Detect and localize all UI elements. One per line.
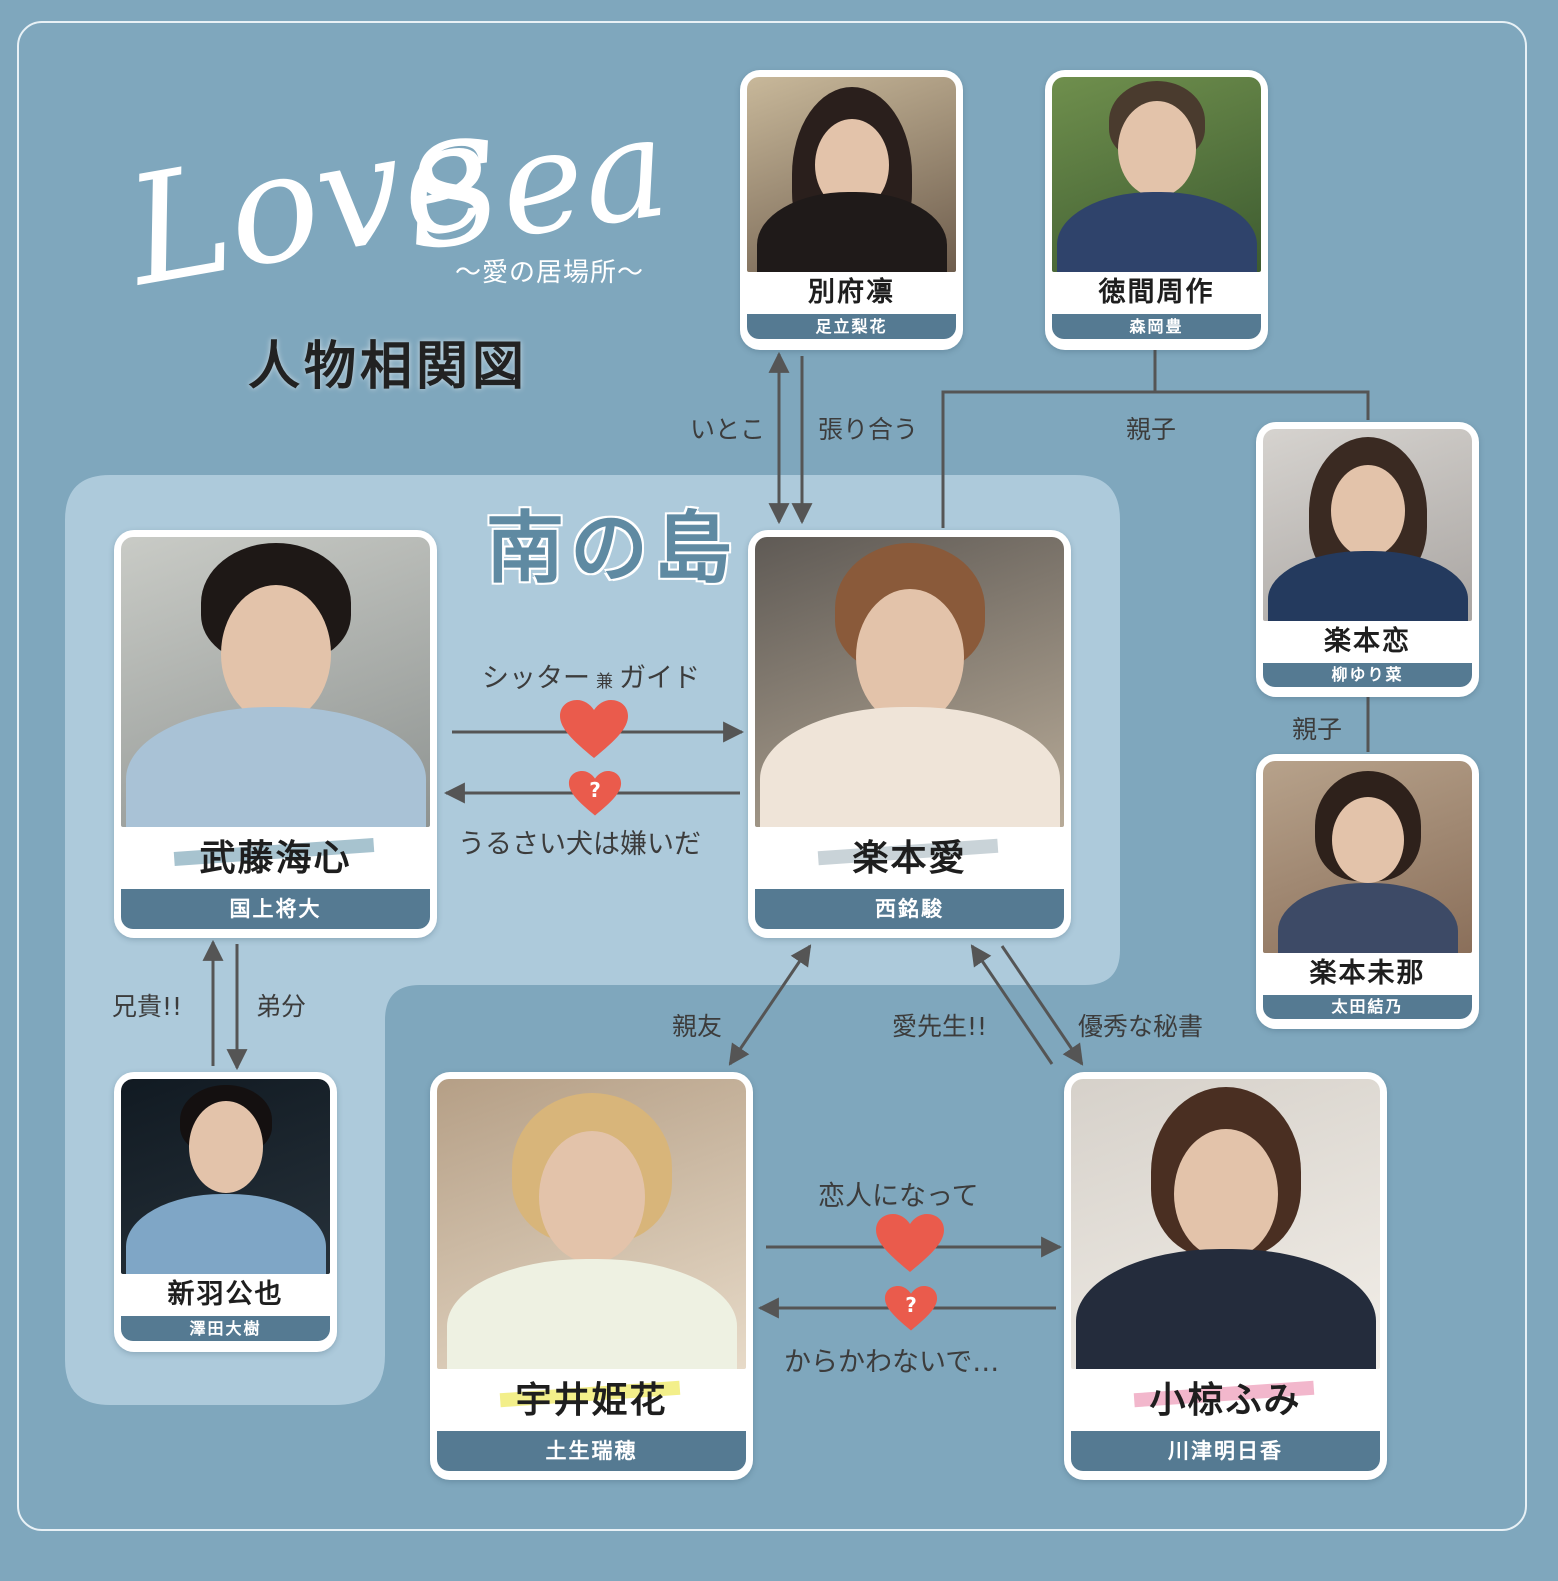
actor-rakumoto-ai: 西銘駿 xyxy=(755,889,1064,929)
card-tokuma[interactable]: 徳間周作 森岡豊 xyxy=(1045,70,1268,350)
card-niwa[interactable]: 新羽公也 澤田大樹 xyxy=(114,1072,337,1352)
label-karakawa: からかわないで… xyxy=(784,1347,1000,1378)
card-rakumoto-koi[interactable]: 楽本恋 柳ゆり菜 xyxy=(1256,422,1479,697)
heart-icon xyxy=(560,700,628,758)
question-mark: ? xyxy=(905,1293,917,1317)
question-heart-icon xyxy=(884,1286,938,1331)
card-ui[interactable]: 宇井姫花 土生瑞穂 xyxy=(430,1072,753,1480)
label-sitter: シッター兼ガイド xyxy=(482,656,700,695)
name-rakumoto-ai: 楽本愛 xyxy=(852,837,967,879)
actor-tokuma: 森岡豊 xyxy=(1052,314,1261,339)
actor-niwa: 澤田大樹 xyxy=(121,1316,330,1341)
label-urusai: うるさい犬は嫌いだ xyxy=(458,829,701,860)
label-itoko: いとこ xyxy=(690,415,766,444)
label-oyako-right: 親子 xyxy=(1292,715,1343,744)
arrow-hisho xyxy=(1000,945,1084,1066)
label-oyako-top: 親子 xyxy=(1126,415,1177,444)
label-shinyu: 親友 xyxy=(672,1012,723,1041)
outer-frame xyxy=(17,21,1527,1531)
name-tokuma: 徳間周作 xyxy=(1098,277,1215,308)
photo-niwa xyxy=(121,1079,330,1274)
name-muto: 武藤海心 xyxy=(199,837,352,879)
label-ai-sensei: 愛先生!! xyxy=(892,1012,988,1041)
actor-ui: 土生瑞穂 xyxy=(437,1431,746,1471)
label-aniki: 兄貴!! xyxy=(112,992,183,1021)
name-ogura: 小椋ふみ xyxy=(1149,1379,1302,1421)
photo-tokuma xyxy=(1052,77,1261,272)
arrow-shinyu xyxy=(728,944,812,1066)
name-niwa: 新羽公也 xyxy=(167,1279,284,1310)
card-rakumoto-ai[interactable]: 楽本愛 西銘駿 xyxy=(748,530,1071,938)
actor-muto: 国上将大 xyxy=(121,889,430,929)
logo-sea: Sea xyxy=(394,85,678,284)
logo-subtitle: ～愛の居場所～ xyxy=(455,258,645,288)
region-label: 南の島 xyxy=(486,503,739,594)
card-rakumoto-mina[interactable]: 楽本未那 太田結乃 xyxy=(1256,754,1479,1029)
name-rakumoto-koi: 楽本恋 xyxy=(1324,626,1411,657)
label-otoutobun: 弟分 xyxy=(256,992,307,1021)
line-oyako-top xyxy=(941,348,1157,528)
arrow-ai-sensei xyxy=(970,944,1054,1065)
heart-icon xyxy=(876,1214,944,1272)
photo-rakumoto-ai xyxy=(755,537,1064,827)
label-sitter-text: シッター xyxy=(482,663,590,694)
photo-beppu xyxy=(747,77,956,272)
name-rakumoto-mina: 楽本未那 xyxy=(1309,958,1426,989)
actor-beppu: 足立梨花 xyxy=(747,314,956,339)
photo-rakumoto-mina xyxy=(1263,761,1472,953)
line-oyako-koi xyxy=(1155,390,1370,420)
name-beppu: 別府凛 xyxy=(808,277,895,308)
label-hisho: 優秀な秘書 xyxy=(1078,1012,1204,1041)
photo-muto xyxy=(121,537,430,827)
label-ken: 兼 xyxy=(596,672,613,692)
question-mark: ? xyxy=(589,778,601,802)
actor-ogura: 川津明日香 xyxy=(1071,1431,1380,1471)
card-ogura[interactable]: 小椋ふみ 川津明日香 xyxy=(1064,1072,1387,1480)
card-muto[interactable]: 武藤海心 国上将大 xyxy=(114,530,437,938)
photo-ogura xyxy=(1071,1079,1380,1369)
label-hariau: 張り合う xyxy=(818,415,919,444)
label-guide: ガイド xyxy=(619,663,700,694)
actor-rakumoto-mina: 太田結乃 xyxy=(1263,995,1472,1019)
page-title: 人物相関図 xyxy=(248,336,529,397)
photo-rakumoto-koi xyxy=(1263,429,1472,621)
name-ui: 宇井姫花 xyxy=(515,1379,668,1421)
label-koibito: 恋人になって xyxy=(818,1181,979,1212)
question-heart-icon xyxy=(568,771,622,816)
card-beppu[interactable]: 別府凛 足立梨花 xyxy=(740,70,963,350)
actor-rakumoto-koi: 柳ゆり菜 xyxy=(1263,663,1472,687)
photo-ui xyxy=(437,1079,746,1369)
